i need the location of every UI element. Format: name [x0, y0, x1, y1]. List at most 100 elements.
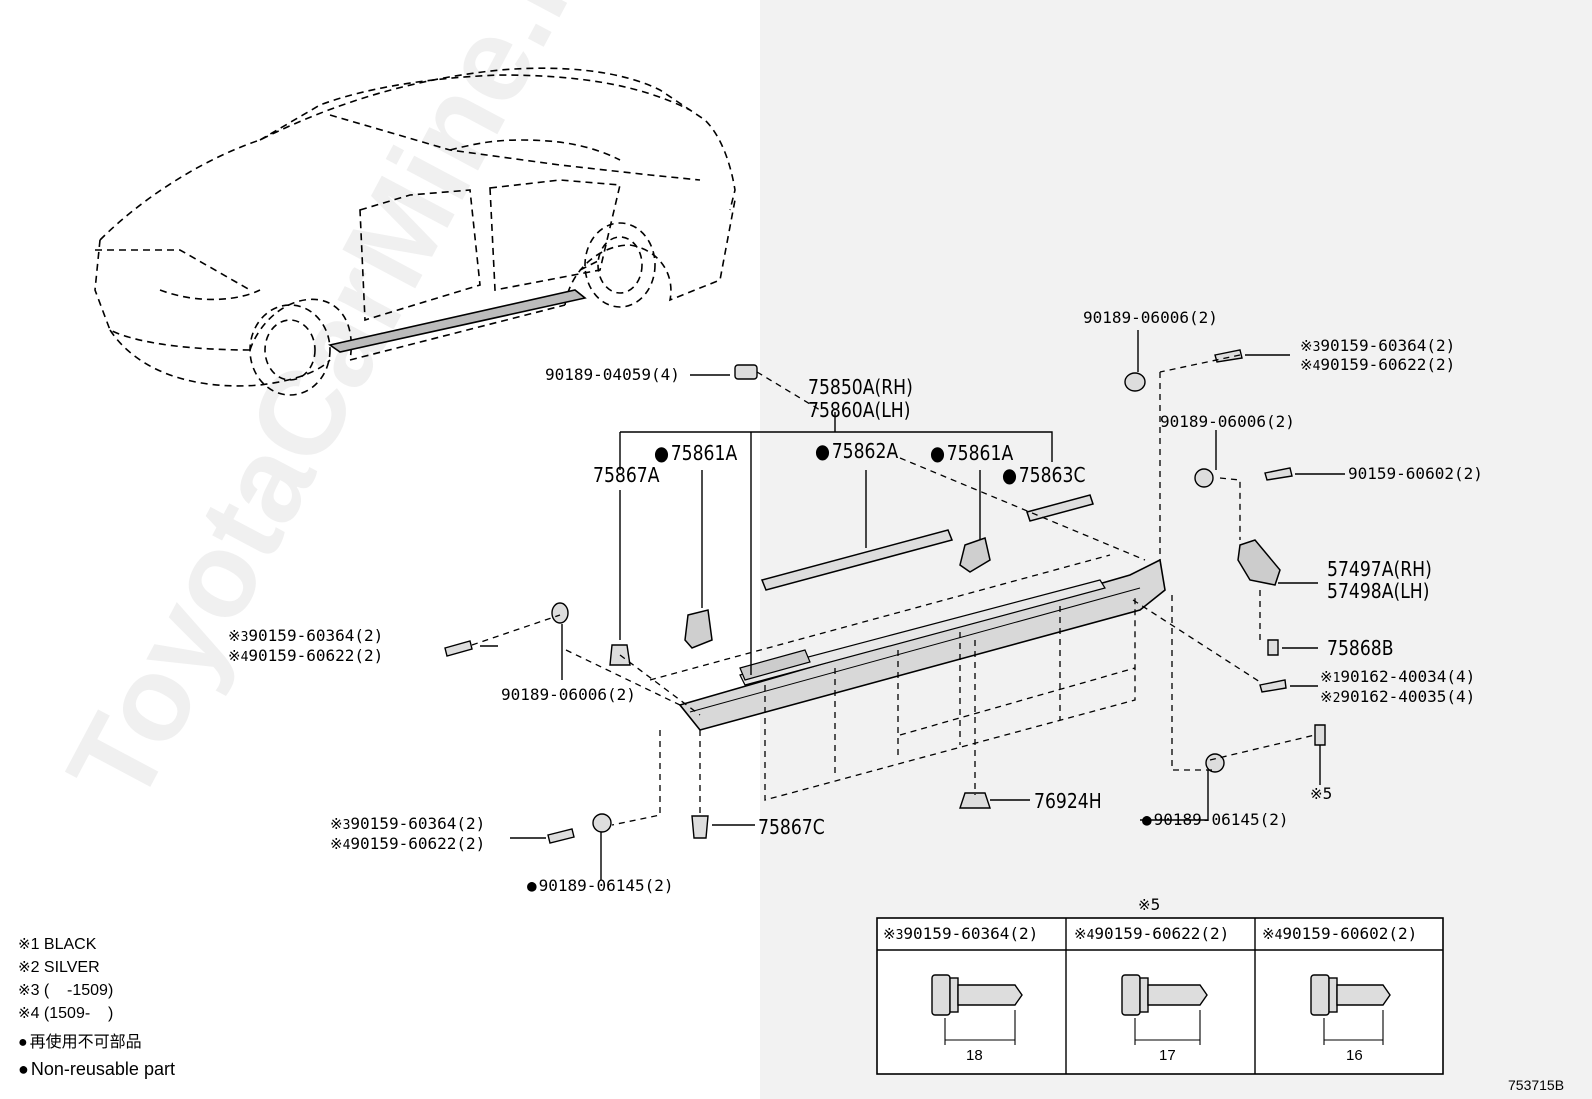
label-57497a: 57497A(RH): [1327, 557, 1432, 581]
part-number: 90159-60364(2): [903, 924, 1039, 943]
label-75867a: 75867A: [593, 463, 660, 487]
note-mark: [330, 834, 343, 853]
legend-note-4: 4 (1509- ): [18, 1004, 113, 1023]
label-75863c: 75863C: [1002, 464, 1086, 486]
note-mark: [1300, 355, 1313, 374]
note-mark: [1320, 687, 1333, 706]
part-number: 90159-60364(2): [350, 814, 486, 833]
note-mark: [228, 646, 241, 665]
label-note-5-right: 5: [1310, 784, 1333, 803]
end-cap-left: [684, 609, 713, 649]
legend-text: 1 BLACK: [30, 936, 97, 953]
legend-note-3: 3 ( -1509): [18, 981, 113, 1000]
part-number: 90159-60364(2): [248, 626, 384, 645]
label-clip-90189-06145-right: 90189-06145(2): [1142, 811, 1289, 829]
label-75862a: 75862A: [815, 440, 898, 462]
note-number: 3: [895, 928, 904, 943]
fasteners: [444, 349, 1326, 844]
part-number: 90159-60364(2): [1320, 336, 1456, 355]
diagram-code: 753715B: [1508, 1077, 1565, 1093]
note-number: 5: [1322, 784, 1333, 803]
part-number: 90162-40035(4): [1340, 687, 1476, 706]
label-bottom-screw-3: 390159-60364(2): [330, 814, 486, 835]
table-title: 5: [1138, 895, 1161, 914]
note-number: 4: [342, 838, 351, 853]
legend-black: 1 BLACK: [18, 935, 96, 954]
table-header-3: 490159-60602(2): [1262, 924, 1417, 943]
note-number: 3: [342, 818, 351, 833]
note-mark: [1138, 895, 1151, 914]
dashed-lines: [471, 354, 1316, 826]
part-number: 90159-60622(2): [1094, 924, 1230, 943]
legend-silver: 2 SILVER: [18, 958, 100, 977]
rocker-panel-molding: [678, 558, 1166, 731]
table-header-1: 390159-60364(2): [883, 924, 1038, 943]
note-number: 3: [240, 630, 249, 645]
label-screw-top-3: 390159-60364(2): [1300, 336, 1456, 357]
note-mark: [1262, 924, 1275, 943]
note-number: 1: [1332, 671, 1341, 686]
car-rocker-molding: [328, 289, 587, 353]
bolt-drawings: [931, 974, 1391, 1016]
note-number: 4: [240, 650, 249, 665]
note-number: 5: [1150, 895, 1161, 914]
dimension-17: 17: [1159, 1047, 1176, 1064]
note-mark: [1310, 784, 1323, 803]
label-75868b: 75868B: [1327, 636, 1394, 660]
label-75861a-left: 75861A: [654, 442, 737, 464]
label-screw-90159-60602: 90159-60602(2): [1348, 464, 1483, 483]
molding-strip-75863c: [1026, 494, 1094, 522]
label-75860a: 75860A(LH): [808, 398, 911, 422]
label-57498a: 57498A(LH): [1327, 579, 1430, 603]
molding-strip-75862a: [760, 529, 954, 591]
legend-non-reusable-jp: 再使用不可部品: [18, 1034, 142, 1052]
note-number: 2: [1332, 691, 1341, 706]
part-number: 90159-60622(2): [350, 834, 486, 853]
label-bottom-screw-4: 490159-60622(2): [330, 834, 486, 855]
label-75861a-right: 75861A: [930, 442, 1013, 464]
note-number: 3: [1312, 340, 1321, 355]
label-screw-top-4: 490159-60622(2): [1300, 355, 1456, 376]
note-mark: [18, 982, 31, 999]
label-75850a: 75850A(RH): [808, 375, 913, 399]
legend-non-reusable-en: Non-reusable part: [18, 1060, 175, 1078]
note-number: 4: [1312, 359, 1321, 374]
label-nut-90189-06006-mid: 90189-06006(2): [1160, 412, 1295, 431]
label-nut-90189-06006-left: 90189-06006(2): [501, 685, 636, 704]
label-nut-90189-06006-top: 90189-06006(2): [1083, 308, 1218, 327]
table-header-2: 490159-60622(2): [1074, 924, 1229, 943]
note-mark: [1320, 667, 1333, 686]
bracket-57497a: [1237, 539, 1281, 586]
note-mark: [18, 1005, 31, 1022]
note-mark: [1300, 336, 1313, 355]
label-clip-90189-06145-bottom: 90189-06145(2): [527, 877, 674, 895]
label-screw-silver: 290162-40035(4): [1320, 687, 1476, 708]
note-mark: [883, 924, 896, 943]
note-mark: [18, 936, 31, 953]
part-number: 90159-60622(2): [248, 646, 384, 665]
part-number: 90159-60622(2): [1320, 355, 1456, 374]
note-mark: [228, 626, 241, 645]
part-number: 90159-60602(2): [1282, 924, 1418, 943]
dimension-lines: [944, 1010, 1384, 1045]
part-number: 90162-40034(4): [1340, 667, 1476, 686]
note-mark: [330, 814, 343, 833]
legend-text: 3 ( -1509): [30, 982, 114, 999]
note-mark: [1074, 924, 1087, 943]
legend-text: 4 (1509- ): [30, 1005, 114, 1022]
legend-text: 2 SILVER: [30, 959, 100, 976]
label-76924h: 76924H: [1034, 789, 1102, 813]
label-screw-black: 190162-40034(4): [1320, 667, 1476, 688]
label-left-screw-4: 490159-60622(2): [228, 646, 384, 667]
note-number: 4: [1086, 928, 1095, 943]
note-number: 4: [1274, 928, 1283, 943]
dimension-18: 18: [966, 1047, 983, 1064]
car-outline: [94, 67, 736, 396]
label-75867c: 75867C: [758, 815, 825, 839]
label-left-screw-3: 390159-60364(2): [228, 626, 384, 647]
dimension-16: 16: [1346, 1047, 1363, 1064]
label-clip-90189-04059: 90189-04059(4): [545, 365, 680, 384]
end-cap-right: [959, 537, 991, 573]
note-mark: [18, 959, 31, 976]
